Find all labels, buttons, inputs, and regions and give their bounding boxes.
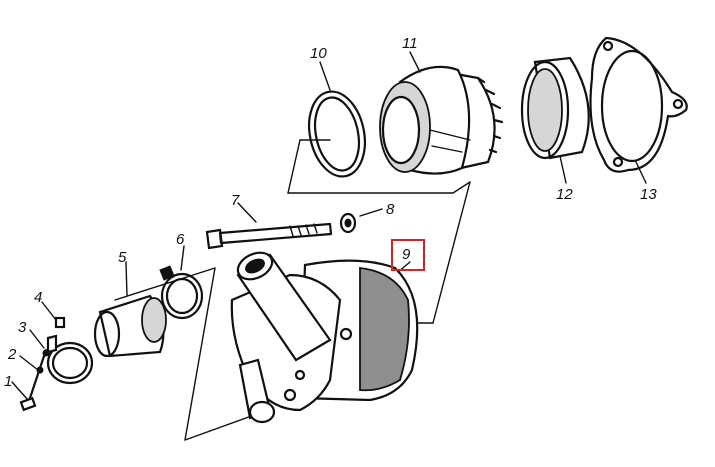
callout-1: 1 bbox=[4, 373, 12, 390]
callout-11: 11 bbox=[402, 35, 418, 52]
part-7-bolt bbox=[205, 202, 333, 250]
part-9-housing bbox=[230, 251, 419, 424]
part-6-clamp bbox=[159, 245, 204, 320]
part-11-cover bbox=[379, 51, 504, 175]
part-8-washer bbox=[339, 208, 383, 234]
callout-10: 10 bbox=[310, 45, 327, 62]
part-13-gasket bbox=[589, 36, 688, 184]
callout-9-highlight-box bbox=[391, 239, 425, 271]
callout-13: 13 bbox=[640, 186, 657, 203]
part-10-o-ring bbox=[308, 61, 366, 178]
callout-3: 3 bbox=[18, 319, 27, 336]
callout-5: 5 bbox=[118, 249, 127, 266]
parts-1-4-clamp-screw bbox=[11, 301, 94, 412]
callout-12: 12 bbox=[556, 186, 573, 203]
callout-6: 6 bbox=[176, 231, 185, 248]
callout-9: 9 bbox=[402, 246, 411, 263]
callout-2: 2 bbox=[7, 346, 17, 363]
callout-7: 7 bbox=[231, 192, 240, 209]
callout-4: 4 bbox=[34, 289, 42, 306]
part-5-sleeve bbox=[93, 261, 167, 358]
callout-8: 8 bbox=[386, 201, 395, 218]
part-12-ring bbox=[520, 56, 590, 184]
